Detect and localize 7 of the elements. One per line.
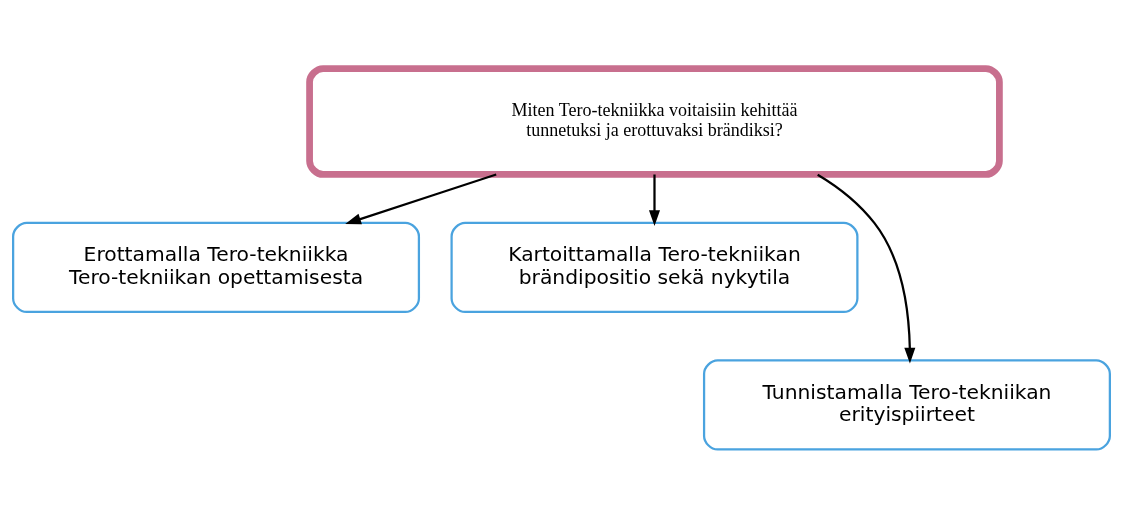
- arrow: [817, 173, 916, 364]
- node-box: Kartoittamalla Tero-tekniikan brändipositio sekä nykytila: [450, 221, 859, 314]
- arrow: [648, 174, 661, 226]
- node-box: Tunnistamalla Tero-tekniikan erityispiirteet: [702, 359, 1111, 451]
- node-box: Miten Tero-tekniikka voitaisiin kehittää tunnetuksi ja erottuvaksi brändiksi?: [306, 65, 1003, 178]
- node-box: Erottamalla Tero-tekniikka Tero-tekniikan opettamisesta: [12, 221, 421, 314]
- arrow: [345, 173, 497, 225]
